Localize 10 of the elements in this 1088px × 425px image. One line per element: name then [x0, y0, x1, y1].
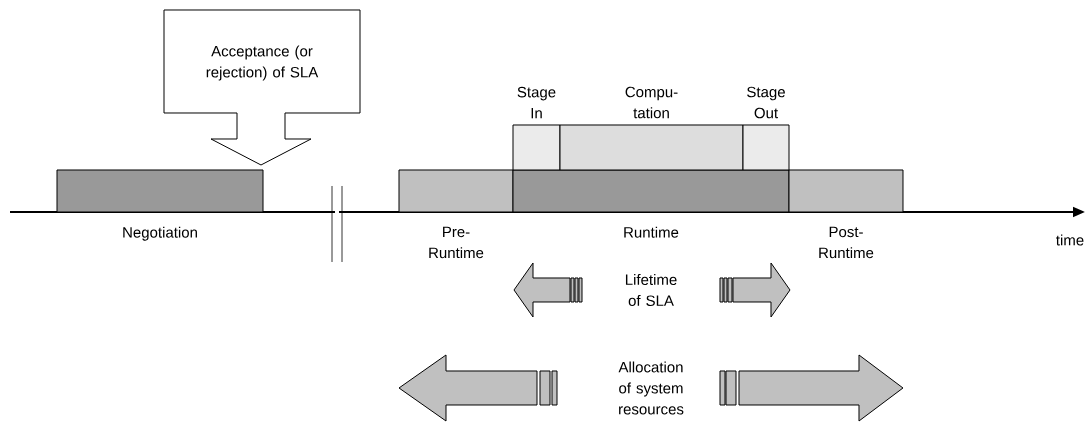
phase-label: Stage Out	[747, 86, 785, 119]
phase-label: Post- Runtime	[819, 226, 874, 259]
annotation-text: time	[1056, 234, 1084, 246]
annotation-text: Allocation of system resources	[618, 361, 684, 415]
phase-label: Compu- tation	[625, 86, 678, 119]
phase-label: Runtime	[624, 226, 679, 238]
annotation-text: Lifetime of SLA	[625, 274, 677, 306]
phase-label: Negotiation	[123, 226, 197, 241]
phase-label: Pre- Runtime	[429, 226, 484, 259]
phase-label: Stage In	[517, 86, 556, 119]
